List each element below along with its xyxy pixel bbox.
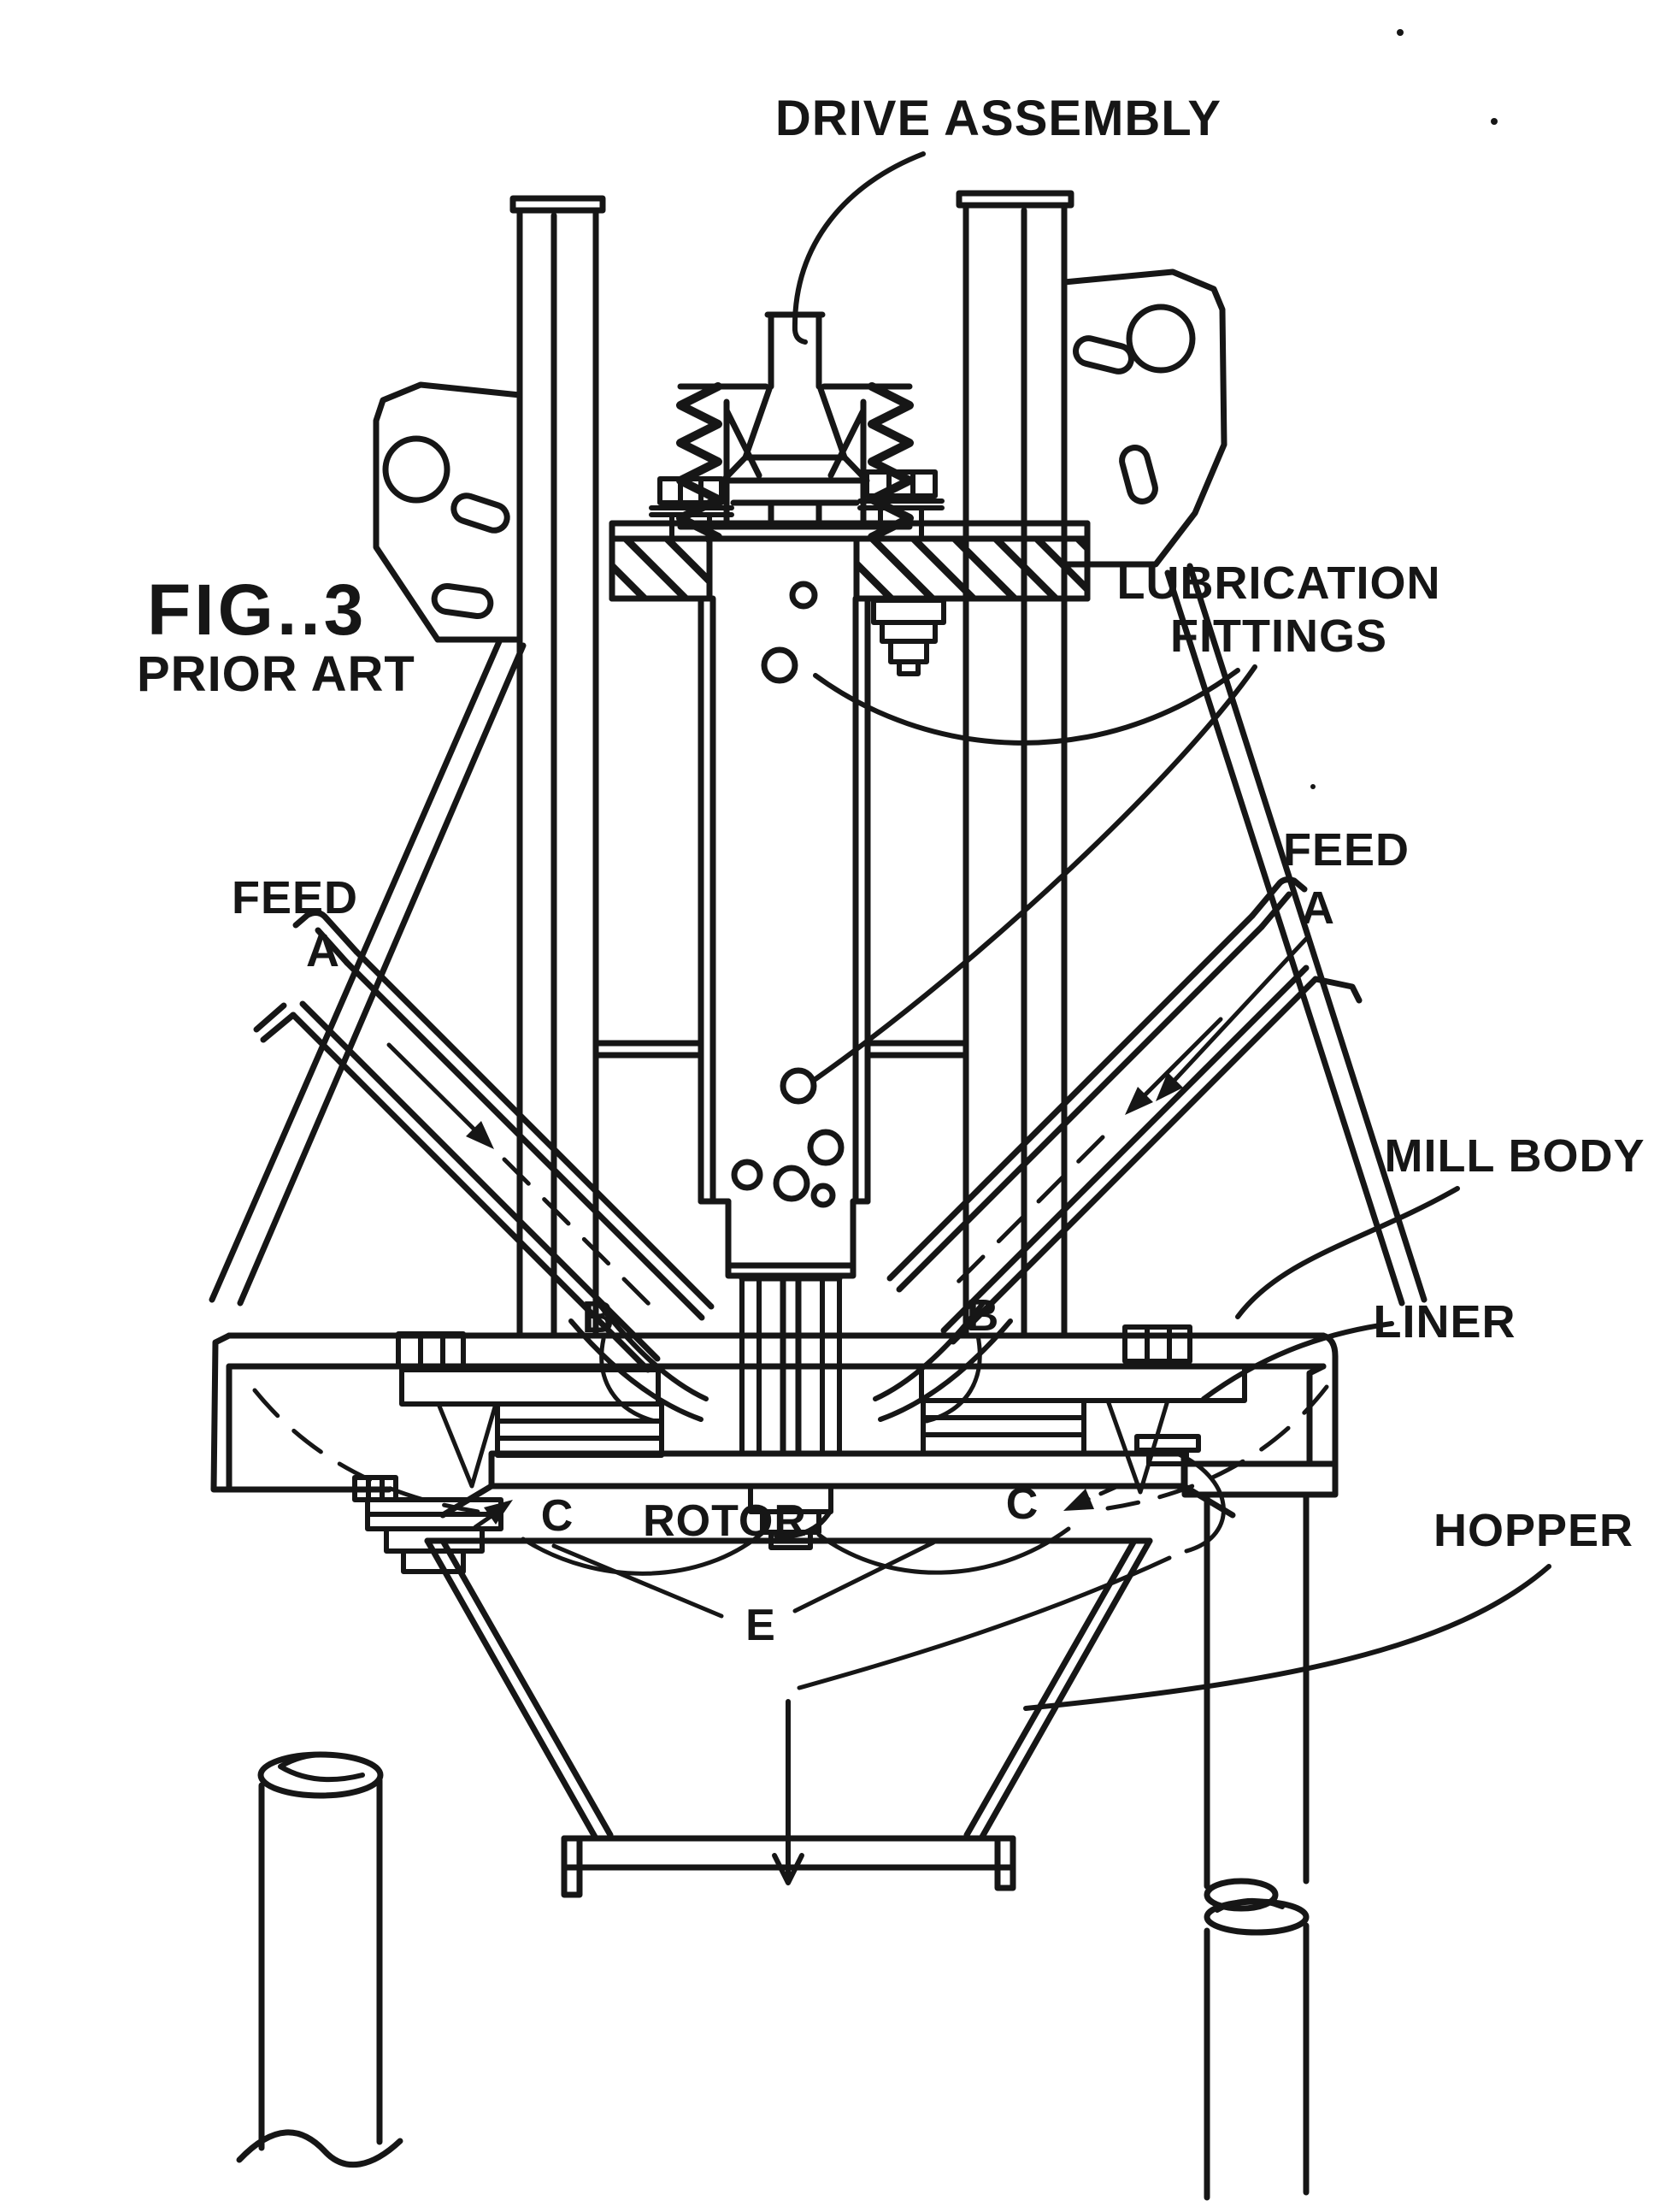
rotor-assembly [439, 1275, 1236, 1550]
liner-band-left [399, 1367, 661, 1407]
label-c-left: C [541, 1491, 574, 1541]
label-b-right: B [967, 1291, 1000, 1341]
plate-bolt-right-upper [857, 469, 945, 540]
housing-hole [789, 581, 818, 610]
label-b-left: B [582, 1293, 615, 1342]
label-drive-assembly: DRIVE ASSEMBLY [775, 91, 1222, 146]
support-pipe-left [236, 1751, 403, 2168]
housing-hole [731, 1159, 763, 1191]
mounting-plate [609, 520, 1091, 602]
label-lubrication-1: LUBRICATION [1117, 557, 1441, 609]
bracket-left-slot-2 [431, 582, 494, 620]
lubrication-fitting-upper [761, 646, 798, 684]
bracket-right [1061, 268, 1227, 568]
bracket-left [373, 381, 523, 643]
lubrication-leader-lower [813, 664, 1257, 1082]
housing-hole [807, 1129, 845, 1166]
label-feed-right-1: FEED [1283, 824, 1410, 876]
liner-wedge-left [436, 1401, 498, 1489]
plate-bolt-left [649, 476, 734, 540]
bracket-right-slot-1 [1073, 335, 1134, 375]
flow-e-leader-left [551, 1543, 724, 1619]
feed-chute-right [886, 876, 1363, 1345]
support-pipe-right [1204, 1491, 1310, 2201]
figure-number: FIG..3 [147, 569, 367, 650]
label-e: E [745, 1601, 776, 1650]
rotor-leader [774, 1507, 833, 1539]
bracket-right-hole [1126, 304, 1196, 374]
spring-right [868, 382, 914, 541]
flow-arc-left [252, 1388, 481, 1514]
rim-bolt-left [396, 1331, 466, 1369]
label-feed-left-2: A [306, 925, 340, 976]
bracket-left-hole [382, 435, 450, 504]
spring-left [676, 382, 722, 541]
mill-rim [210, 1324, 1339, 1498]
flow-b-right-curve [924, 1333, 982, 1424]
bracket-right-slot-2 [1119, 445, 1158, 504]
liner-band-right [919, 1364, 1247, 1403]
drive-assembly-leader [792, 151, 926, 345]
feed-chute-left [253, 909, 715, 1373]
liner-wedge-right [1105, 1398, 1170, 1495]
lubrication-leader-upper [813, 668, 1240, 746]
text-labels: FIG..3 PRIOR ART DRIVE ASSEMBLY LUBRICAT… [137, 91, 1645, 1650]
flow-c-left-curve [521, 1530, 766, 1576]
label-mill-body: MILL BODY [1385, 1130, 1645, 1182]
flow-e-leader-right [792, 1540, 936, 1613]
drive-cone [720, 386, 870, 530]
label-rotor: ROTOR [643, 1496, 807, 1546]
flow-b-left-curve [599, 1336, 657, 1424]
drive-assembly [609, 311, 1091, 676]
flow-annotations [252, 1333, 1329, 1690]
label-hopper: HOPPER [1433, 1505, 1634, 1556]
rim-bolt-right [1122, 1324, 1192, 1364]
rotor-eye-guides [568, 1301, 1013, 1422]
mill-body-leader [1235, 1186, 1460, 1319]
frame-beam-right [956, 190, 1074, 1339]
rotor-plate-stack-right [921, 1398, 1086, 1456]
housing-hole [773, 1165, 810, 1202]
label-feed-right-2: A [1301, 882, 1335, 934]
hopper-body [424, 1537, 1153, 1898]
housing-hole [810, 1183, 836, 1208]
label-leaders [774, 151, 1551, 1711]
bearing-housing [592, 581, 969, 1279]
flow-c-right-curve [816, 1526, 1071, 1575]
liner-leader [1201, 1321, 1394, 1401]
label-lubrication-2: FITTINGS [1170, 611, 1387, 662]
rotor-plate-stack-left [495, 1401, 664, 1458]
hopper-leader [1023, 1564, 1551, 1711]
label-c-right: C [1006, 1479, 1039, 1529]
flow-c-right-sweep [797, 1555, 1172, 1690]
label-liner: LINER [1374, 1296, 1516, 1348]
plate-bolt-right-lower [871, 598, 946, 676]
frame-beam-left [509, 195, 606, 1339]
flow-arc-right [1105, 1384, 1329, 1511]
figure-note: PRIOR ART [137, 646, 415, 702]
lubrication-fitting-lower [780, 1067, 817, 1105]
label-feed-left-1: FEED [232, 872, 358, 923]
discharge-arrow [772, 1699, 804, 1885]
bracket-left-slot-1 [450, 493, 510, 534]
scan-speckles [1310, 29, 1498, 789]
flow-c-right-curl [1170, 1449, 1226, 1554]
feed-right-leader [1165, 936, 1309, 1090]
